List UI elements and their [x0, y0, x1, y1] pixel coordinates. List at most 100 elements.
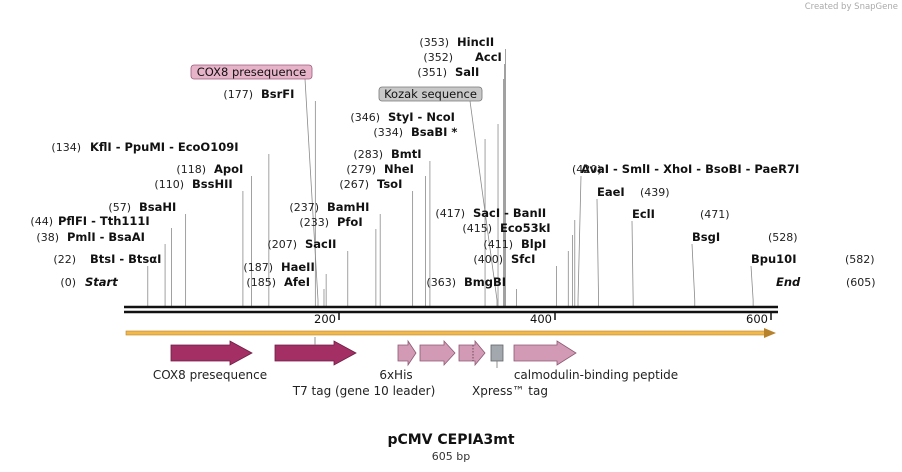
site-position-bsshii: (110): [154, 178, 184, 191]
site-name-bamhi: BamHI: [327, 200, 369, 214]
site-label-bsshii[interactable]: (110)BssHII: [154, 177, 232, 191]
site-label-bpu10i[interactable]: Bpu10I(582): [751, 252, 875, 266]
site-label-eaei[interactable]: EaeI(439): [597, 185, 670, 199]
site-label-ecli[interactable]: EclI (471): [632, 207, 730, 221]
site-leader-lines: [147, 49, 754, 306]
site-name-start: Start: [85, 275, 118, 289]
site-position-acci: (352): [423, 51, 453, 64]
dna-backbone[interactable]: [124, 305, 778, 314]
site-name-sfci: SfcI: [511, 252, 535, 266]
feature-label-t7-tag: T7 tag (gene 10 leader): [292, 384, 436, 398]
site-name-sacii: SacII: [305, 237, 336, 251]
site-position-bmti: (283): [353, 148, 383, 161]
site-label-saci[interactable]: (417) SacI - BanII: [435, 206, 546, 220]
snapgene-credit: Created by SnapGene: [804, 2, 898, 12]
orf-arrow[interactable]: [125, 328, 776, 338]
site-name-btsi: BtsI - BtsαI: [90, 252, 161, 266]
site-position-afei: (185): [246, 276, 276, 289]
site-position-pmli: (38): [36, 231, 59, 244]
feature-xpress-tag[interactable]: [458, 339, 486, 367]
cox8-leader: [304, 78, 319, 306]
site-name-blpi: BlpI: [521, 237, 546, 251]
site-name-nhei: NheI: [384, 162, 414, 176]
cox8-annotation-box[interactable]: COX8 presequence: [190, 64, 313, 80]
site-position-ecli: (471): [700, 208, 730, 221]
site-label-sacii[interactable]: (207)SacII: [267, 237, 336, 251]
feature-kozak[interactable]: [490, 344, 504, 362]
site-label-sali[interactable]: (351)SalI: [417, 65, 479, 79]
site-position-eco53ki: (415): [462, 222, 492, 235]
site-label-pmli[interactable]: (38)PmlI - BsaAI: [36, 230, 145, 244]
site-leader-avai: [577, 175, 582, 306]
site-position-btsi: (22): [53, 253, 76, 266]
site-name-tsoi: TsoI: [377, 177, 402, 191]
site-label-afei[interactable]: (185) AfeI: [246, 275, 310, 289]
site-label-bamhi[interactable]: (237) BamHI: [289, 200, 369, 214]
site-label-nhei[interactable]: (279)NheI: [346, 162, 413, 176]
site-leader-bpu10i: [750, 265, 754, 306]
tick-label-400: 400: [530, 312, 552, 326]
site-label-eco53ki[interactable]: (415)Eco53kI: [462, 221, 550, 235]
feature-t7-tag[interactable]: [274, 340, 357, 366]
site-label-bsabi[interactable]: (334) BsaBI *: [373, 125, 457, 139]
feature-6xhis[interactable]: [397, 339, 417, 367]
site-label-blpi[interactable]: (411) BlpI: [483, 237, 546, 251]
site-label-sfci[interactable]: (400)SfcI: [473, 252, 535, 266]
site-name-saci: SacI - BanII: [473, 206, 546, 220]
site-label-pflfi[interactable]: (44) PflFI - Tth111I: [30, 214, 149, 228]
site-name-sali: SalI: [455, 65, 479, 79]
site-position-bsrfi: (177): [223, 88, 253, 101]
site-name-acci: AccI: [475, 50, 502, 64]
site-position-pflfi: (44): [30, 215, 53, 228]
site-label-btsi[interactable]: (22) BtsI - BtsαI: [53, 252, 161, 266]
cox8-annotation-label: COX8 presequence: [197, 65, 306, 79]
site-name-end: End: [776, 275, 801, 289]
site-label-kfli[interactable]: (134)KflI - PpuMI - EcoO109I: [51, 140, 238, 154]
site-name-hincii: HincII: [457, 35, 494, 49]
site-label-end[interactable]: End(605): [776, 275, 876, 289]
site-label-bsgi[interactable]: BsgI (528): [692, 230, 798, 244]
site-label-bmti[interactable]: (283) BmtI: [353, 147, 421, 161]
feature-calmodulin-binding-peptide[interactable]: [513, 340, 577, 366]
site-label-styi[interactable]: (346)StyI - NcoI: [350, 110, 455, 124]
site-name-bsabi: BsaBI *: [411, 125, 457, 139]
site-position-kfli: (134): [51, 141, 81, 154]
site-label-bsrfi[interactable]: (177)BsrFI: [223, 87, 294, 101]
feature-cox8[interactable]: [170, 340, 253, 366]
plasmid-length: 605 bp: [431, 450, 471, 463]
site-label-tsoi[interactable]: (267)TsoI: [339, 177, 402, 191]
feature-6xhis-linker[interactable]: [419, 339, 456, 367]
site-label-bmgbi[interactable]: (363)BmgBI: [426, 275, 506, 289]
feature-label-6xhis: 6xHis: [379, 368, 412, 382]
site-position-eaei: (439): [640, 186, 670, 199]
site-position-blpi: (411): [483, 238, 513, 251]
site-label-acci[interactable]: (352) AccI: [423, 50, 501, 64]
site-name-pflfi: PflFI - Tth111I: [58, 214, 150, 228]
kozak-leader: [469, 100, 498, 306]
tick-label-200: 200: [314, 312, 336, 326]
site-position-bsabi: (334): [373, 126, 403, 139]
site-position-saci: (417): [435, 207, 465, 220]
site-name-apoi: ApoI: [214, 162, 243, 176]
site-label-bsahi[interactable]: (57)BsaHI: [108, 200, 176, 214]
site-label-start[interactable]: (0) Start: [60, 275, 118, 289]
site-name-pfoi: PfoI: [337, 215, 363, 229]
site-position-styi: (346): [350, 111, 380, 124]
site-name-bmti: BmtI: [391, 147, 422, 161]
kozak-annotation-label: Kozak sequence: [384, 87, 477, 101]
site-position-bsgi: (528): [768, 231, 798, 244]
site-labels: (0) Start (22) BtsI - BtsαI (38)PmlI - BsaAI…: [30, 35, 875, 289]
site-label-haeii[interactable]: (187)HaeII: [243, 260, 314, 274]
site-label-apoi[interactable]: (118)ApoI: [176, 162, 243, 176]
site-label-pfoi[interactable]: (233)PfoI: [299, 215, 362, 229]
site-position-bamhi: (237): [289, 201, 319, 214]
site-position-start: (0): [60, 276, 76, 289]
site-name-bsgi: BsgI: [692, 230, 720, 244]
site-label-hincii[interactable]: (353)HincII: [419, 35, 494, 49]
plasmid-title: pCMV CEPIA3mt: [387, 432, 515, 448]
site-label-avai[interactable]: AvaI - SmlI - XhoI - BsoBI - PaeR7I(420): [572, 162, 799, 176]
site-name-ecli: EclI: [632, 207, 655, 221]
kozak-annotation-box[interactable]: Kozak sequence: [378, 86, 483, 102]
site-name-afei: AfeI: [284, 275, 310, 289]
site-position-bmgbi: (363): [426, 276, 456, 289]
